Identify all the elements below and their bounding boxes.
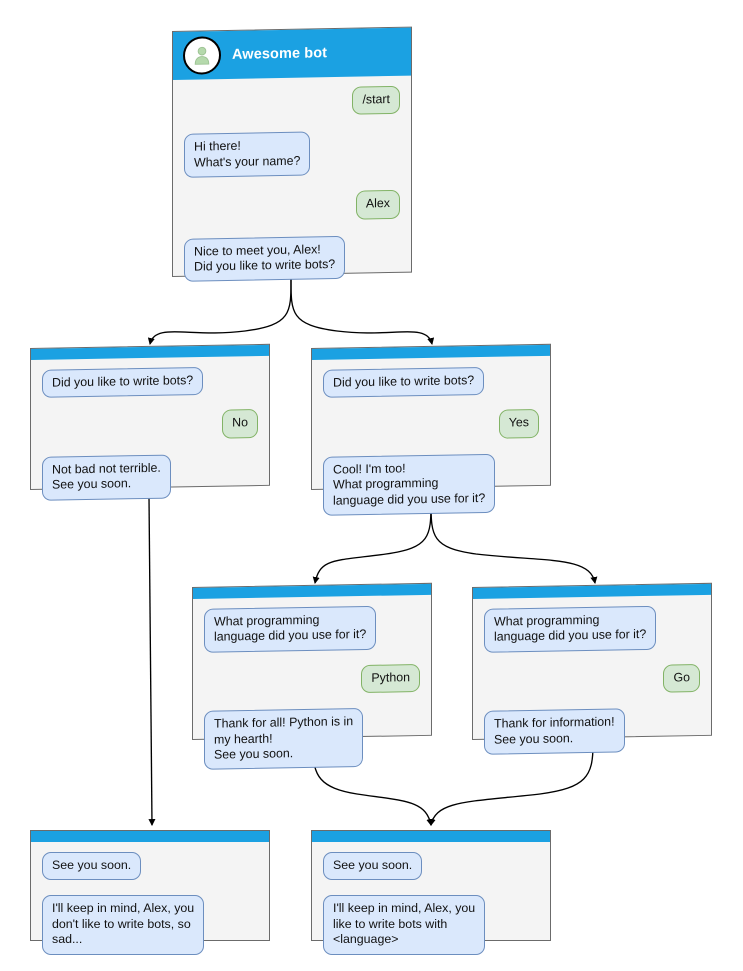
bot-message-bubble[interactable]: Hi there! What's your name? [184, 131, 311, 178]
message-row: See you soon. [42, 852, 258, 881]
message-row: What programming language did you use fo… [204, 605, 420, 653]
end-node-sad[interactable]: See you soon. I'll keep in mind, Alex, y… [30, 830, 270, 955]
message-row: Cool! I'm too! What programming language… [323, 453, 539, 516]
edge-no-to-end-sad [148, 496, 156, 827]
message-row: See you soon. [323, 852, 539, 881]
bot-message-bubble[interactable]: Thank for all! Python is in my hearth! S… [204, 708, 364, 771]
user-message-bubble[interactable]: Go [663, 663, 700, 693]
branch-no-node[interactable]: Did you like to write bots? No Not bad n… [30, 343, 270, 501]
bot-message-bubble[interactable]: Did you like to write bots? [42, 366, 204, 399]
node-body-yes: Did you like to write bots? Yes Cool! I'… [312, 356, 550, 528]
message-row: I'll keep in mind, Alex, you like to wri… [323, 895, 539, 955]
bot-message-bubble[interactable]: Not bad not terrible. See you soon. [42, 454, 171, 501]
message-row: Yes [323, 409, 539, 441]
node-body-root: /start Hi there! What's your name? Alex … [173, 76, 411, 295]
bot-title: Awesome bot [232, 45, 328, 63]
bot-message-bubble[interactable]: Did you like to write bots? [323, 366, 485, 399]
bot-message-bubble[interactable]: I'll keep in mind, Alex, you like to wri… [323, 895, 486, 955]
bot-message-bubble[interactable]: See you soon. [323, 852, 423, 881]
node-body-end-sad: See you soon. I'll keep in mind, Alex, y… [31, 842, 269, 967]
bot-message-bubble[interactable]: See you soon. [42, 852, 142, 881]
message-row: Not bad not terrible. See you soon. [42, 453, 258, 501]
bot-message-bubble[interactable]: I'll keep in mind, Alex, you don't like … [42, 895, 205, 955]
node-header-end-happy [312, 831, 550, 842]
user-message-bubble[interactable]: Python [361, 663, 420, 694]
message-row: Did you like to write bots? [42, 366, 258, 399]
message-row: /start [184, 85, 400, 118]
message-row: Hi there! What's your name? [184, 130, 400, 178]
root-start-node[interactable]: Awesome bot /start Hi there! What's your… [172, 26, 412, 283]
message-row: Python [204, 663, 420, 696]
bot-message-bubble[interactable]: Nice to meet you, Alex! Did you like to … [184, 235, 346, 283]
user-message-bubble[interactable]: No [222, 409, 258, 439]
user-message-bubble[interactable]: Alex [355, 190, 400, 220]
node-body-no: Did you like to write bots? No Not bad n… [31, 356, 269, 513]
message-row: Nice to meet you, Alex! Did you like to … [184, 234, 400, 283]
node-header-end-sad [31, 831, 269, 842]
bot-message-bubble[interactable]: Cool! I'm too! What programming language… [323, 453, 496, 516]
message-row: Did you like to write bots? [323, 366, 539, 399]
end-node-happy[interactable]: See you soon. I'll keep in mind, Alex, y… [311, 830, 551, 955]
bot-message-bubble[interactable]: What programming language did you use fo… [204, 605, 377, 653]
node-body-python: What programming language did you use fo… [193, 595, 431, 783]
bot-message-bubble[interactable]: Thank for information! See you soon. [484, 708, 625, 755]
message-row: I'll keep in mind, Alex, you don't like … [42, 895, 258, 955]
node-header-root: Awesome bot [173, 27, 411, 80]
branch-go-node[interactable]: What programming language did you use fo… [472, 582, 712, 755]
node-body-go: What programming language did you use fo… [473, 595, 711, 767]
branch-yes-node[interactable]: Did you like to write bots? Yes Cool! I'… [311, 343, 551, 516]
message-row: Thank for information! See you soon. [484, 707, 700, 755]
message-row: Alex [184, 190, 400, 222]
user-message-bubble[interactable]: /start [352, 85, 400, 116]
message-row: No [42, 409, 258, 441]
message-row: Thank for all! Python is in my hearth! S… [204, 707, 420, 771]
bot-message-bubble[interactable]: What programming language did you use fo… [484, 605, 657, 653]
node-body-end-happy: See you soon. I'll keep in mind, Alex, y… [312, 842, 550, 967]
person-avatar-icon [183, 36, 221, 75]
message-row: Go [484, 663, 700, 696]
branch-python-node[interactable]: What programming language did you use fo… [192, 582, 432, 771]
user-message-bubble[interactable]: Yes [498, 409, 539, 439]
message-row: What programming language did you use fo… [484, 605, 700, 653]
